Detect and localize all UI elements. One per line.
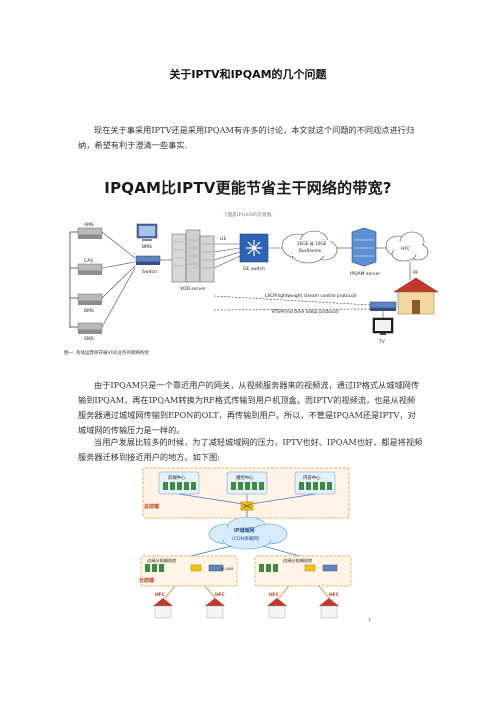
label-sms: SMS: [84, 336, 94, 342]
figure1-top-caption: 下面是IPQAM的示意图:: [223, 213, 273, 218]
label-rf: RF: [413, 270, 419, 276]
label-ams: AMS: [84, 222, 94, 228]
label-center-3: 内容中心: [303, 474, 321, 481]
cloud-label-line2: BusSheme: [299, 248, 322, 253]
edge-box-left: [140, 555, 238, 587]
cas-device: [77, 263, 103, 275]
sms-device: [77, 322, 103, 334]
label-lscp: LSCP(lightweight stream control protocol…: [265, 293, 357, 299]
vod-server-rack: [171, 229, 215, 283]
hfc-cloud-icon: [385, 231, 429, 262]
edge-box-right: [254, 555, 352, 587]
figure1-network-diagram: AMS CAS BMS SMS BMS Switch: [64, 222, 439, 356]
label-cas: CAS: [84, 258, 93, 264]
paragraph-2: 当用户发展比较多的时候，为了减轻城域网的压力，IPTV也好、IPQAM也好，都是…: [78, 437, 423, 462]
network-cloud-icon: [281, 230, 338, 264]
ge-switch-icon: [239, 233, 269, 263]
label-ge: GE: [220, 236, 226, 242]
bms-device-left: [77, 293, 103, 305]
label-bms-left: BMS: [84, 308, 94, 314]
label-ge-switch: GE switch: [243, 266, 265, 272]
house-icon-2: [205, 598, 225, 619]
house-icon-3: [267, 598, 287, 619]
label-hfc-a: HFC: [155, 592, 165, 598]
label-hfc: HFC: [401, 246, 410, 252]
label-bms: BMS: [142, 244, 152, 250]
label-hfc-c: HFC: [269, 592, 279, 598]
center-group-1: [158, 471, 200, 495]
house-icon-4: [319, 598, 339, 619]
page-mark: 1: [368, 617, 372, 623]
ipqam-server-icon: [351, 227, 377, 267]
core-switch-icon: [240, 501, 254, 511]
label-center-2: 播控中心: [236, 474, 254, 481]
house-icon: [393, 277, 439, 315]
label-switch: Switch: [142, 269, 157, 275]
set-top-box-icon: [369, 301, 397, 311]
figure2-cdn-diagram: 总前端 前端中心 播控中心 内容中心 IP城域网 (CDN承载网): [139, 467, 352, 619]
metro-label-line1: IP城域网: [234, 527, 255, 534]
section-heading: IPQAM比IPTV更能节省主干网络的带宽?: [104, 179, 392, 197]
metro-label-line2: (CDN承载网): [232, 535, 260, 542]
bms-computer-icon: [136, 223, 158, 241]
label-edge-left: 边缘分前端机房: [147, 557, 176, 564]
label-edge-right: 边缘分前端机房: [283, 557, 312, 564]
tv-icon: [372, 317, 394, 335]
paragraph-1: 由于IPQAM只是一个靠近用户的网关，从视频服务器来的视频流，通过IP格式从城域…: [78, 380, 420, 435]
label-ipqam: IP-QAM: [221, 567, 233, 571]
label-hfc-d: HFC: [329, 592, 339, 598]
metro-network-cloud: [208, 516, 288, 550]
switch-device: [135, 255, 161, 265]
label-tv: TV: [378, 339, 386, 345]
label-rtsp: RTSP(real time setup protocol): [272, 309, 339, 315]
label-hfc-b: HFC: [215, 592, 225, 598]
label-branch: 分前端: [139, 577, 154, 584]
intro-paragraph: 现在关于事采用IPTV还是采用IPQAM有许多的讨论，本文就这个问题的不同观点进…: [78, 125, 415, 150]
label-vod-server: VOD server: [180, 286, 206, 292]
center-group-3: [294, 471, 336, 495]
label-ipqam-server: IPQAM server: [350, 271, 380, 277]
center-group-2: [226, 471, 268, 495]
label-front-end: 总前端: [144, 503, 159, 510]
cloud-label-line1: 10GE 或 10GE: [297, 240, 327, 246]
ams-device: [77, 227, 103, 239]
figure1-caption: 图一: 有线运营商开展VOD业务的网络构架: [64, 349, 149, 356]
house-icon-1: [153, 598, 173, 619]
label-center-1: 前端中心: [168, 474, 186, 481]
document-title: 关于IPTV和IPQAM的几个问题: [169, 68, 327, 81]
